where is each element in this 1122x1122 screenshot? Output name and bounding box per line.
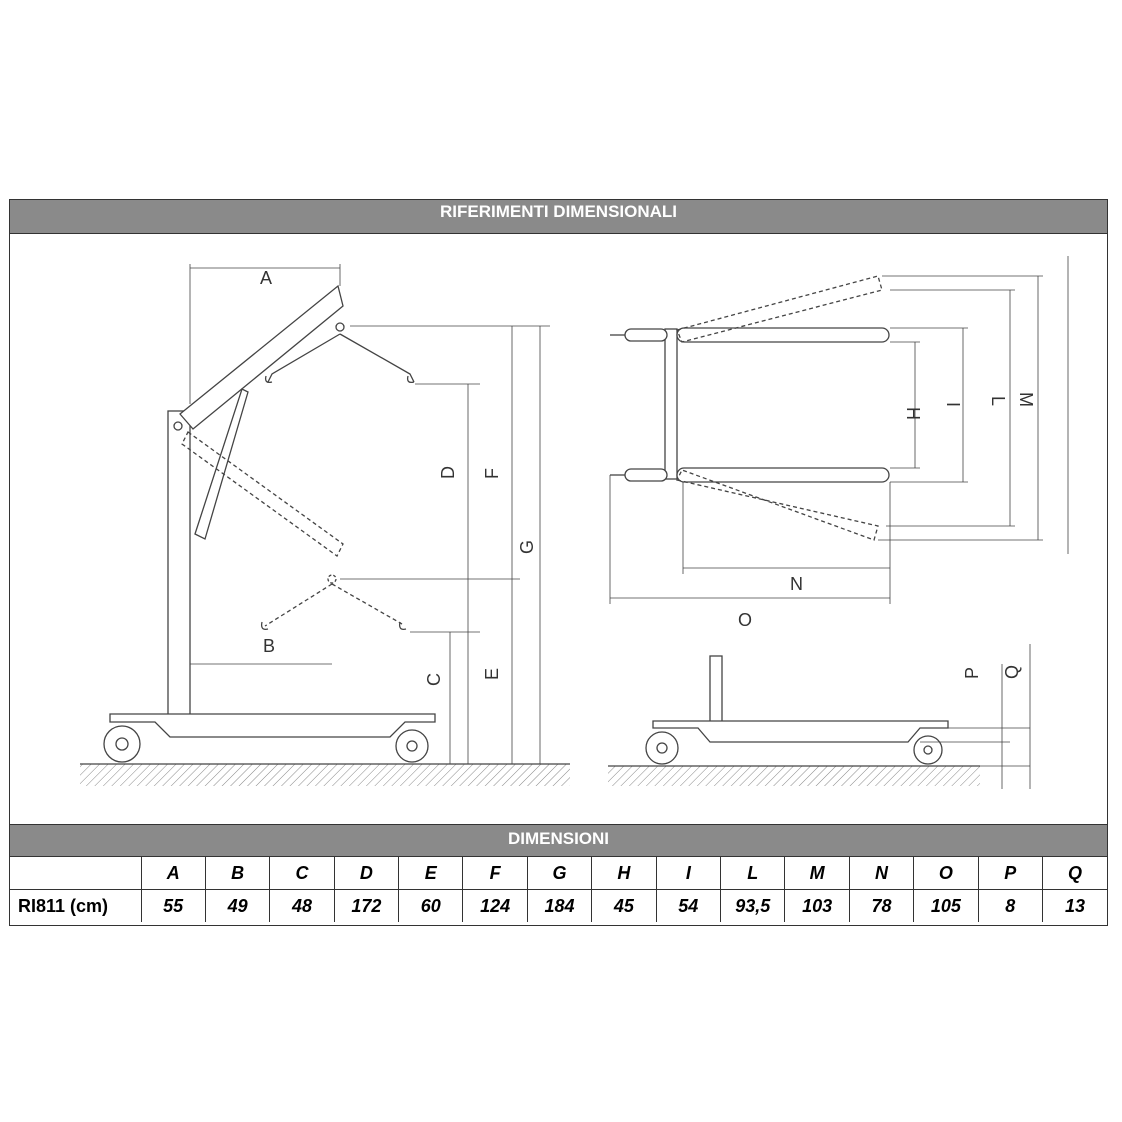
- label-h: H: [903, 407, 923, 420]
- table-cell: 13: [1041, 889, 1107, 922]
- table-header-cell: H: [591, 857, 657, 890]
- table-cell: 60: [398, 889, 464, 922]
- leg-top: [676, 327, 890, 343]
- table-header-cell: N: [848, 857, 915, 890]
- dimensions-sheet: RIFERIMENTI DIMENSIONALI: [9, 199, 1108, 926]
- model-cell: RI811 (cm): [10, 889, 142, 922]
- side-view-labels: A B C D E F G: [260, 268, 537, 686]
- spreader-lower-hooks: [260, 621, 407, 630]
- table-header-cell: P: [977, 857, 1043, 890]
- table-header-cell: B: [204, 857, 271, 890]
- lift-diagram: A B C D E F G: [80, 256, 1069, 789]
- leg-bottom-open: [676, 469, 879, 541]
- boom-hook: [335, 322, 345, 332]
- handle-bottom: [624, 468, 668, 482]
- base-frame: [109, 713, 436, 738]
- mast: [167, 410, 191, 717]
- table-cell: 8: [977, 889, 1043, 922]
- label-f: F: [482, 468, 502, 479]
- table-header-cell: C: [269, 857, 335, 890]
- label-o: O: [738, 610, 752, 630]
- table-cell: 55: [140, 889, 206, 922]
- section-title: RIFERIMENTI DIMENSIONALI: [10, 200, 1107, 234]
- table-cell: 105: [913, 889, 979, 922]
- base-side-view: [608, 644, 1031, 789]
- boom-lowered-hook: [327, 574, 337, 584]
- table-header-cell: A: [140, 857, 206, 890]
- mast-stub: [709, 655, 723, 723]
- table-header-cell: G: [526, 857, 593, 890]
- label-i: I: [943, 402, 963, 407]
- table-header-cell: [10, 857, 142, 890]
- dimensions-title: DIMENSIONI: [10, 824, 1107, 857]
- boom-lowered: [181, 431, 344, 557]
- table-cell: 93,5: [720, 889, 786, 922]
- ground-hatch-right: [608, 766, 980, 786]
- spreader-upper: [267, 333, 415, 383]
- table-cell: 49: [204, 889, 271, 922]
- leg-bottom: [676, 467, 890, 483]
- label-a: A: [260, 268, 272, 288]
- label-b: B: [263, 636, 275, 656]
- top-view-labels: N O H I L M: [738, 392, 1036, 630]
- rear-wheel: [395, 729, 429, 763]
- label-q: Q: [1002, 665, 1022, 679]
- table-cell: 124: [462, 889, 528, 922]
- table-header-cell: I: [655, 857, 722, 890]
- table-cell: 48: [269, 889, 335, 922]
- mast-pivot: [173, 421, 183, 431]
- table-header-cell: M: [784, 857, 850, 890]
- table-cell: 172: [333, 889, 400, 922]
- base-crossbar: [664, 328, 678, 480]
- label-c: C: [424, 673, 444, 686]
- actuator: [194, 388, 249, 540]
- ground-hatch-left: [80, 764, 570, 786]
- table-header-cell: O: [913, 857, 979, 890]
- table-header-cell: L: [720, 857, 786, 890]
- table-header-cell: Q: [1041, 857, 1107, 890]
- table-header-row: A B C D E F G H I L M N O P Q: [10, 857, 1107, 890]
- base-side-view-labels: P Q: [962, 665, 1022, 679]
- top-view: [609, 256, 1069, 604]
- boom: [179, 284, 344, 430]
- label-g: G: [517, 540, 537, 554]
- table-row: RI811 (cm) 55 49 48 172 60 124 184 45 54…: [10, 889, 1107, 922]
- table-header-cell: F: [462, 857, 528, 890]
- spreader-upper-hooks: [264, 375, 415, 384]
- rear-wheel-small: [913, 735, 943, 765]
- front-wheel-small: [645, 731, 679, 765]
- label-d: D: [438, 466, 458, 479]
- table-cell: 78: [848, 889, 915, 922]
- front-wheel: [103, 725, 141, 763]
- table-cell: 103: [784, 889, 850, 922]
- technical-drawing: A B C D E F G: [10, 234, 1107, 824]
- label-m: M: [1016, 392, 1036, 407]
- handle-top: [624, 328, 668, 342]
- label-n: N: [790, 574, 803, 594]
- label-e: E: [482, 668, 502, 680]
- label-l: L: [988, 396, 1008, 406]
- table-cell: 45: [591, 889, 657, 922]
- dimensions-table: A B C D E F G H I L M N O P Q RI811 (cm)…: [10, 857, 1107, 922]
- table-header-cell: D: [333, 857, 400, 890]
- table-header-cell: E: [398, 857, 464, 890]
- spreader-lower: [264, 583, 403, 627]
- side-view: [80, 264, 570, 786]
- base-frame-small: [652, 720, 949, 743]
- label-p: P: [962, 667, 982, 679]
- table-cell: 184: [526, 889, 593, 922]
- table-cell: 54: [655, 889, 722, 922]
